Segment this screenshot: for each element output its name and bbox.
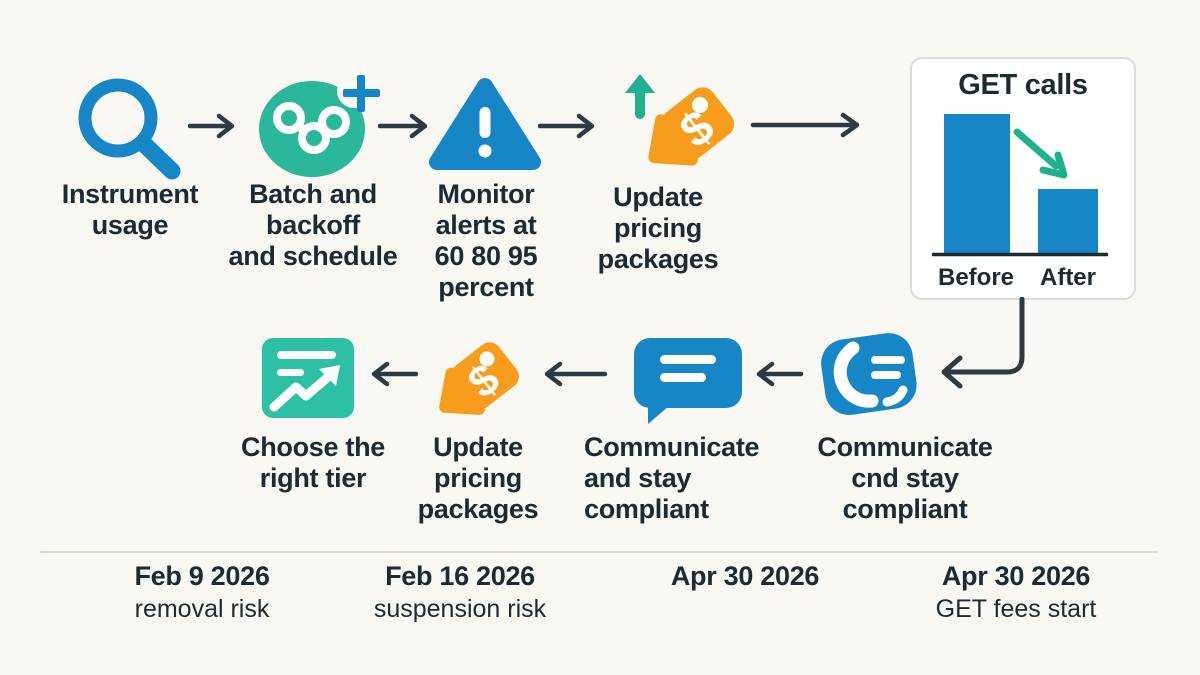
get-calls-chart-card: GET calls Before After xyxy=(910,57,1136,300)
step-label-batch-backoff: Batch and backoff and schedule xyxy=(228,179,398,271)
step-label-update-pricing: Update pricing packages xyxy=(597,182,719,274)
step-label-communicate-chat: Communicate and stay compliant xyxy=(584,432,760,524)
timeline-sublabel: removal risk xyxy=(134,595,270,623)
arrow-right-icon xyxy=(538,113,595,139)
chart-trend-up-icon xyxy=(262,338,354,418)
bar-before xyxy=(944,114,1010,253)
step-label-monitor-alerts: Monitor alerts at 60 80 95 percent xyxy=(434,179,538,302)
bar-label-before: Before xyxy=(937,264,1015,291)
bar-after xyxy=(1038,189,1098,253)
magnifier-search-icon xyxy=(78,78,181,180)
timeline-entry-feb16: Feb 16 2026 suspension risk xyxy=(374,561,546,624)
before-after-bar-chart xyxy=(932,114,1108,257)
arrow-right-long-icon xyxy=(750,112,860,138)
warning-triangle-icon xyxy=(429,78,541,170)
network-nodes-plus-icon xyxy=(259,74,380,177)
chat-bubble-icon xyxy=(634,338,742,424)
timeline-date: Apr 30 2026 xyxy=(941,561,1091,591)
phone-chat-icon xyxy=(821,333,917,415)
chart-title: GET calls xyxy=(958,69,1088,101)
arrow-left-icon xyxy=(544,361,607,387)
step-label-choose-tier: Choose the right tier xyxy=(240,432,386,493)
arrow-right-icon xyxy=(378,113,428,139)
step-label-instrument-usage: Instrument usage xyxy=(61,179,199,240)
price-tag-dollar-icon: $ xyxy=(439,342,519,415)
decrease-arrow-icon xyxy=(1013,128,1068,179)
step-label-communicate-phone: Communicate cnd stay compliant xyxy=(817,432,993,524)
timeline-entry-feb9: Feb 9 2026 removal risk xyxy=(134,561,269,624)
arrow-left-icon xyxy=(371,361,418,387)
timeline-sublabel: suspension risk xyxy=(373,595,547,623)
timeline-sublabel: GET fees start xyxy=(935,595,1097,623)
price-tag-dollar-up-icon: $ xyxy=(625,74,735,166)
elbow-connector-arrow xyxy=(941,297,1025,389)
timeline-date: Feb 9 2026 xyxy=(134,561,270,591)
step-label-update-pricing-2: Update pricing packages xyxy=(417,432,539,524)
arrow-right-icon xyxy=(188,113,235,139)
timeline-date: Apr 30 2026 xyxy=(670,561,820,591)
timeline-entry-apr30: Apr 30 2026 xyxy=(670,561,820,595)
bar-label-after: After xyxy=(1039,264,1097,291)
timeline-date: Feb 16 2026 xyxy=(385,561,535,591)
timeline-divider xyxy=(40,551,1158,553)
arrow-left-icon xyxy=(756,361,803,387)
timeline-entry-apr30-fees: Apr 30 2026 GET fees start xyxy=(936,561,1097,624)
